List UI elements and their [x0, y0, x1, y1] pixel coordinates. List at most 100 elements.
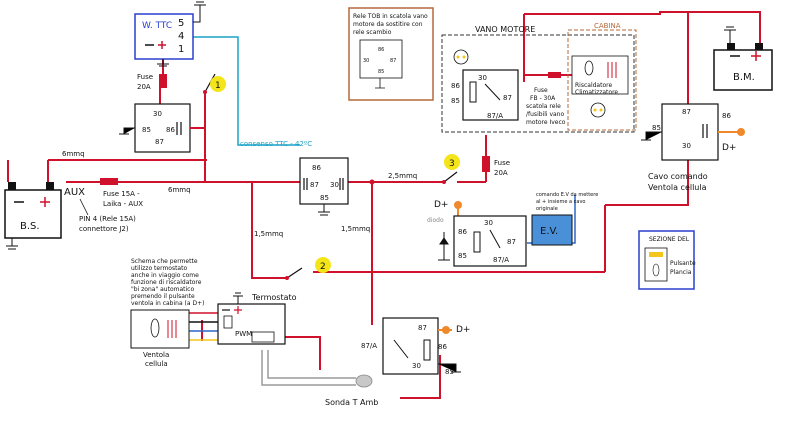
ttc-pin4: 4 [178, 31, 184, 42]
switch-1-label: 1 [215, 81, 221, 91]
sonda-t-amb: Sonda T Amb [325, 374, 378, 407]
switch-3[interactable]: 3 [442, 154, 460, 184]
rele-box-30: 30 [363, 58, 369, 64]
vano-fuse-5: motore Iveco [526, 119, 566, 126]
battery-bs: B.S. [4, 182, 62, 250]
ev-86: 86 [458, 228, 467, 236]
fuse-20a-right: Fuse 20A [482, 156, 510, 177]
termostato: Termostato PWM [217, 292, 297, 345]
ev-note1: comando E.V da mettere [536, 192, 598, 198]
battery-bm: B.M. [713, 26, 773, 91]
ttc-signal-wire [193, 36, 300, 146]
ev-diodo: diodo [427, 217, 444, 224]
ev-30: 30 [484, 219, 493, 227]
ttc-block: W. TTC 5 4 1 [134, 1, 206, 67]
cabina-riscaldatore: Riscaldatore [575, 82, 612, 89]
schema-line4: funzione di riscaldatore [131, 279, 202, 286]
vano-fuse-2: FB - 30A [530, 95, 556, 102]
cabina-title: CABINA [594, 22, 621, 30]
relay-cell-dplus: D+ [722, 143, 736, 153]
relay-bottom-dplus: D+ [456, 325, 470, 335]
relay-mid-30: 30 [330, 181, 339, 189]
rele-box-line2: motore da sostitire con [353, 21, 423, 28]
vano-86: 86 [451, 82, 460, 90]
rele-box-85: 85 [378, 69, 384, 75]
relay-bottom-86: 86 [438, 343, 447, 351]
vano-87: 87 [503, 94, 512, 102]
wire-15mmq-b: 1,5mmq [341, 225, 370, 233]
aux-label: AUX [64, 187, 85, 198]
ventola-cellula: Ventola cellula [130, 309, 190, 368]
cabina-climatizzatore: Climatizzatore [575, 89, 618, 96]
consenso-label: consenso TTC - 42ºC [240, 140, 312, 148]
relay-ttc-30: 30 [153, 110, 162, 118]
rele-box-line3: rele scambio [353, 29, 392, 36]
relay-bottom-30: 30 [412, 362, 421, 370]
ttc-title: W. TTC [142, 21, 172, 31]
schema-line3: anche in viaggio come [131, 272, 199, 279]
aux-pin-note2: connettore J2) [79, 225, 129, 233]
vano-fuse-1: Fuse [534, 87, 548, 94]
relay-cell-cavo1: Cavo comando [648, 172, 708, 181]
ev-dplus: D+ [434, 200, 448, 210]
relay-cell-30: 30 [682, 142, 691, 150]
vano-30: 30 [478, 74, 487, 82]
schema-line1: Schema che permette [131, 258, 198, 265]
rele-box-line1: Rele TOB in scatola vano [353, 13, 428, 20]
switch-1[interactable]: 1 [203, 73, 226, 94]
relay-ttc-86: 86 [166, 126, 175, 134]
schema-line2: utilizzo termostato [131, 265, 187, 272]
ttc-fuse-label: Fuse [137, 73, 153, 81]
relay-bottom: 87/A 87 86 30 85 D+ [361, 317, 470, 376]
sonda-wires [261, 350, 356, 386]
relay-mid-87: 87 [310, 181, 319, 189]
wire-15mmq-a: 1,5mmq [254, 230, 283, 238]
wire-6mmq-b: 6mmq [168, 186, 191, 194]
aux-fuse-label2: Laika - AUX [103, 200, 143, 208]
ventola-label1: Ventola [143, 351, 169, 359]
vano-85: 85 [451, 97, 460, 105]
relay-cell-86: 86 [722, 112, 731, 120]
cabina-box: CABINA Riscaldatore Climatizzatore [567, 22, 637, 131]
termostato-pwm: PWM [235, 330, 252, 338]
ttc-fuse-value: 20A [137, 83, 151, 91]
relay-cell-85: 85 [652, 124, 661, 132]
termostato-label: Termostato [251, 293, 297, 302]
vano-motore-title: VANO MOTORE [475, 25, 535, 34]
relay-cell-87: 87 [682, 108, 691, 116]
aux-block: AUX Fuse 15A - Laika - AUX PIN 4 (Rele 1… [64, 178, 143, 233]
vano-motore-box: VANO MOTORE 30 86 85 87 87/A Fuse FB - 3… [441, 25, 635, 133]
ttc-fuse: Fuse 20A [137, 73, 167, 91]
rele-tob-box: Rele TOB in scatola vano motore da sosti… [348, 7, 434, 101]
ventola-fan-icon [150, 318, 160, 338]
fuse-right-value: 20A [494, 169, 508, 177]
relay-bottom-87: 87 [418, 324, 427, 332]
ev-85: 85 [458, 252, 467, 260]
ventola-wires [189, 312, 218, 341]
switch-2-label: 2 [320, 262, 326, 272]
schema-line5: "bi zona" automatico [131, 286, 194, 293]
rele-box-87: 87 [390, 58, 396, 64]
relay-ttc-87: 87 [155, 138, 164, 146]
relay-ev: D+ diodo 30 86 87 85 87/A E.V. comando E… [427, 192, 598, 267]
fuse-right-label: Fuse [494, 159, 510, 167]
switch-3-label: 3 [449, 159, 455, 169]
relay-ttc-85: 85 [142, 126, 151, 134]
ev-note2: al + insieme a cavo [536, 199, 585, 205]
rele-box-86: 86 [378, 47, 384, 53]
ev-note3: originale [536, 206, 558, 212]
ev-87: 87 [507, 238, 516, 246]
aux-pin-note1: PIN 4 (Rele 15A) [79, 215, 136, 223]
relay-cell: 87 85 86 30 D+ Cavo comando Ventola cell… [641, 103, 745, 192]
battery-bs-label: B.S. [20, 221, 40, 232]
sezione-title: SEZIONE DEL [649, 236, 690, 243]
vano-87a: 87/A [487, 112, 503, 120]
switch-2[interactable]: 2 [285, 257, 331, 280]
schema-note: Schema che permette utilizzo termostato … [131, 258, 204, 307]
relay-bottom-85: 85 [445, 368, 454, 376]
relay-cell-cavo2: Ventola cellula [648, 183, 707, 192]
relay-mid-85: 85 [320, 194, 329, 202]
ev-label: E.V. [540, 226, 558, 237]
sonda-label: Sonda T Amb [325, 398, 378, 407]
